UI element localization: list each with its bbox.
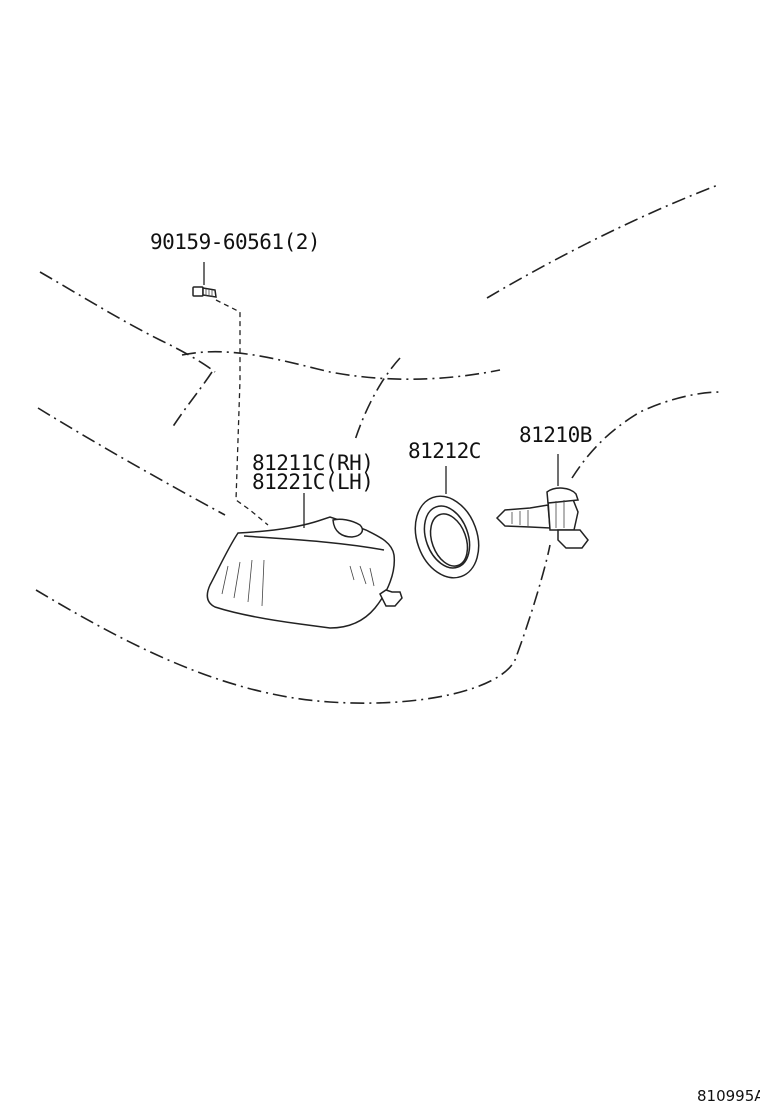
label-lamp-lh-part-number: 81221C(LH) xyxy=(252,470,373,494)
gasket xyxy=(414,495,480,579)
label-bolt-part-number: 90159-60561(2) xyxy=(150,230,320,254)
vehicle-body-outline xyxy=(35,184,721,704)
label-bulb-part-number: 81210B xyxy=(519,423,592,447)
label-lamp-rh-part-number: 81211C(RH) xyxy=(252,451,373,475)
fog-lamp-assembly xyxy=(206,516,403,629)
label-gasket-part-number: 81212C xyxy=(408,439,481,463)
illustration-code: 810995A xyxy=(697,1087,760,1105)
bolt-install-line xyxy=(215,299,269,526)
halogen-bulb xyxy=(495,487,589,549)
bolt xyxy=(192,286,217,298)
